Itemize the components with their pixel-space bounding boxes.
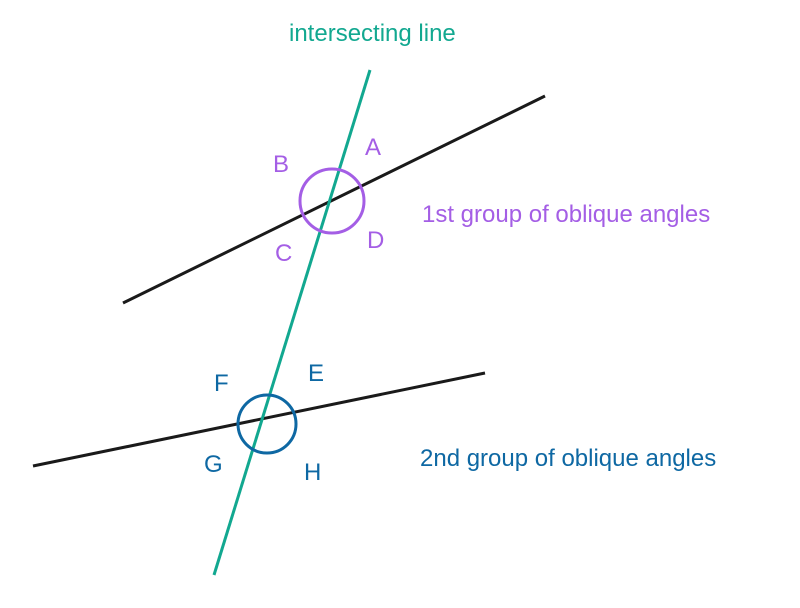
angle-label-c: C <box>275 240 293 267</box>
angle-label-a: A <box>365 134 382 161</box>
angle-label-h: H <box>304 459 322 486</box>
intersecting-line <box>212 69 372 576</box>
parallel-line-2 <box>32 371 486 468</box>
group-2-label: 2nd group of oblique angles <box>420 445 717 472</box>
group-1-label: 1st group of oblique angles <box>422 201 711 228</box>
angle-label-d: D <box>367 227 385 254</box>
angle-arc-group-2 <box>236 393 298 455</box>
angle-label-g: G <box>204 451 223 478</box>
angle-label-b: B <box>273 151 290 178</box>
angle-label-e: E <box>308 360 325 387</box>
angle-label-f: F <box>214 370 229 397</box>
angle-arc-group-1 <box>298 167 366 235</box>
parallel-line-1 <box>122 94 546 305</box>
intersecting-line-label: intersecting line <box>289 20 456 47</box>
